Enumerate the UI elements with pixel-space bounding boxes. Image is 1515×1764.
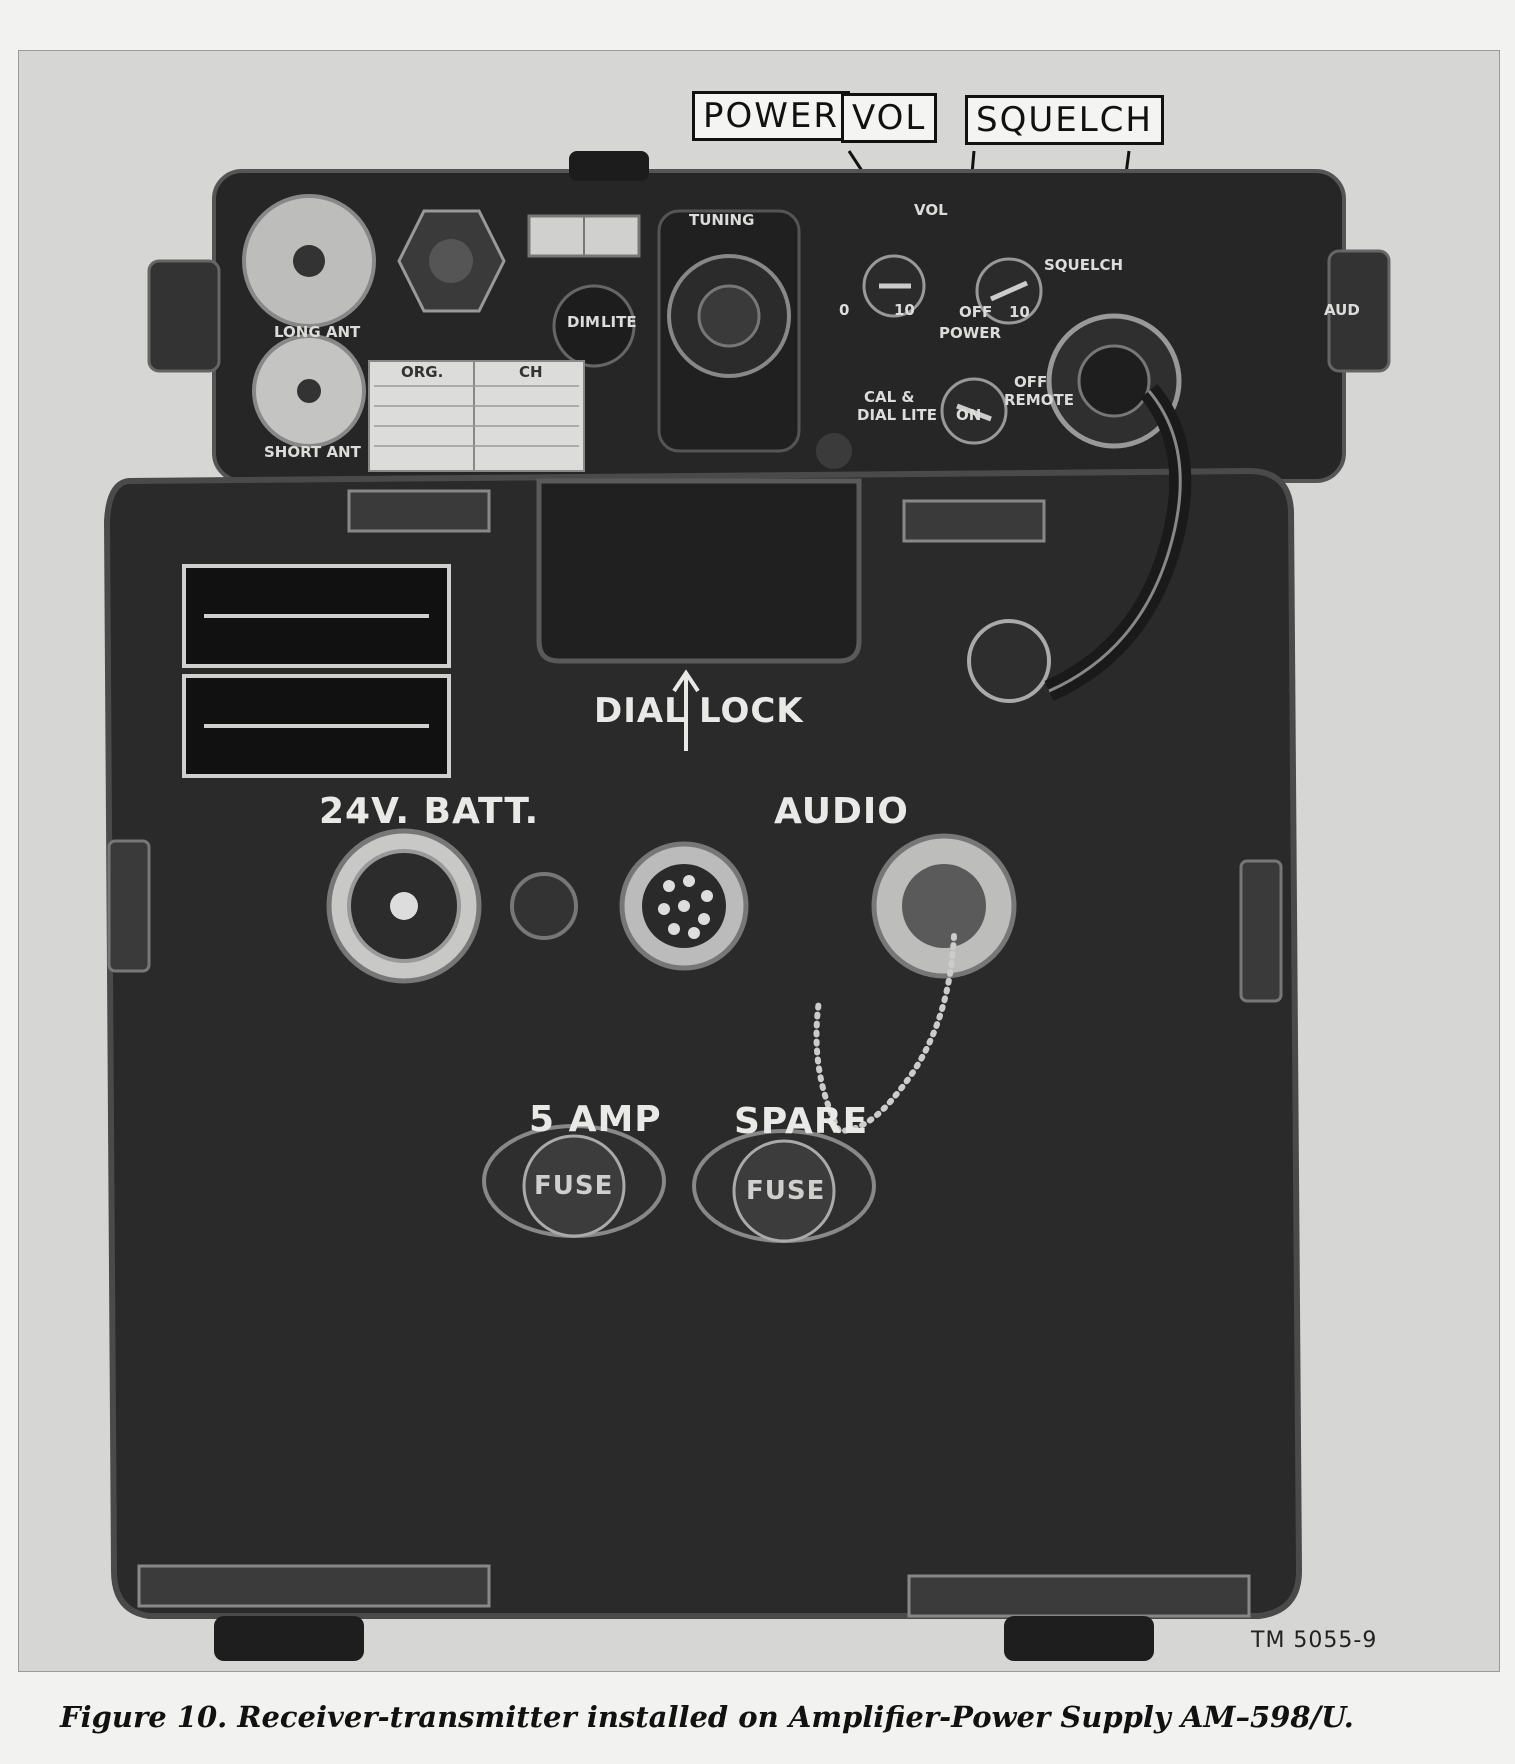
lite-dim-knob: [552, 284, 636, 368]
vol-label: VOL: [914, 201, 948, 219]
figure-caption: Figure 10. Receiver-transmitter installe…: [60, 1700, 1354, 1734]
power-label: POWER: [939, 324, 1002, 342]
left-side-latch: [107, 839, 151, 973]
long-ant-label: LONG ANT: [274, 323, 361, 341]
freq-card-org: ORG.: [401, 363, 444, 381]
fuse-label-5amp: FUSE: [534, 1171, 614, 1201]
top-right-clip: [902, 499, 1046, 543]
bead-chain: [813, 933, 957, 1135]
audio-label: AUDIO: [774, 791, 909, 832]
figure-id: TM 5055-9: [1251, 1628, 1378, 1653]
5amp-label: 5 AMP: [529, 1099, 662, 1140]
bottom-right-clip: [907, 1574, 1251, 1618]
power-on-label: ON: [956, 406, 982, 424]
squelch-label: SQUELCH: [1044, 256, 1124, 274]
dim-label: DIM: [567, 313, 600, 331]
right-latch-top: [1327, 249, 1391, 373]
frequency-card: [368, 360, 585, 472]
cal-button: [816, 433, 852, 469]
vol-scale-0: 0: [839, 301, 850, 319]
spare-label: SPARE: [734, 1101, 869, 1142]
bottom-left-clip: [137, 1564, 491, 1608]
squelch-scale-10: 10: [1009, 303, 1030, 321]
dial-lock-label-right: LOCK: [699, 691, 804, 731]
dial-lock-label-left: DIAL: [594, 691, 687, 731]
dial-lite-label: DIAL LITE: [857, 406, 938, 424]
power-callout: POWER: [692, 91, 850, 141]
power-off-label: OFF: [1014, 373, 1048, 391]
24v-batt-label: 24V. BATT.: [319, 791, 540, 832]
fuse-label-spare: FUSE: [746, 1176, 826, 1206]
remote-connector: [967, 619, 1051, 703]
cal-label: CAL &: [864, 388, 915, 406]
power-remote-label: REMOTE: [1004, 391, 1074, 409]
right-side-latch: [1239, 859, 1283, 1003]
freq-card-ch: CH: [519, 363, 543, 381]
figure-plate: POWER VOL SQUELCH TUNING VOL SQUELCH POW…: [18, 50, 1500, 1672]
top-handle-knob: [569, 151, 649, 181]
audio-side-label: AUD: [1324, 301, 1360, 319]
vol-callout: VOL: [841, 93, 938, 143]
top-left-clip: [347, 489, 491, 533]
left-foot: [214, 1616, 364, 1661]
tuning-label: TUNING: [689, 211, 755, 229]
right-foot: [1004, 1616, 1154, 1661]
equipment-illustration: [103, 150, 1391, 1661]
lite-label: LITE: [601, 313, 637, 331]
squelch-scale-off: OFF: [959, 303, 993, 321]
pilot-lamp: [510, 872, 578, 940]
handle-recess: [536, 478, 862, 664]
vol-scale-10: 10: [894, 301, 915, 319]
squelch-callout: SQUELCH: [965, 95, 1164, 145]
short-ant-label: SHORT ANT: [264, 443, 361, 461]
left-latch-top: [147, 259, 221, 373]
